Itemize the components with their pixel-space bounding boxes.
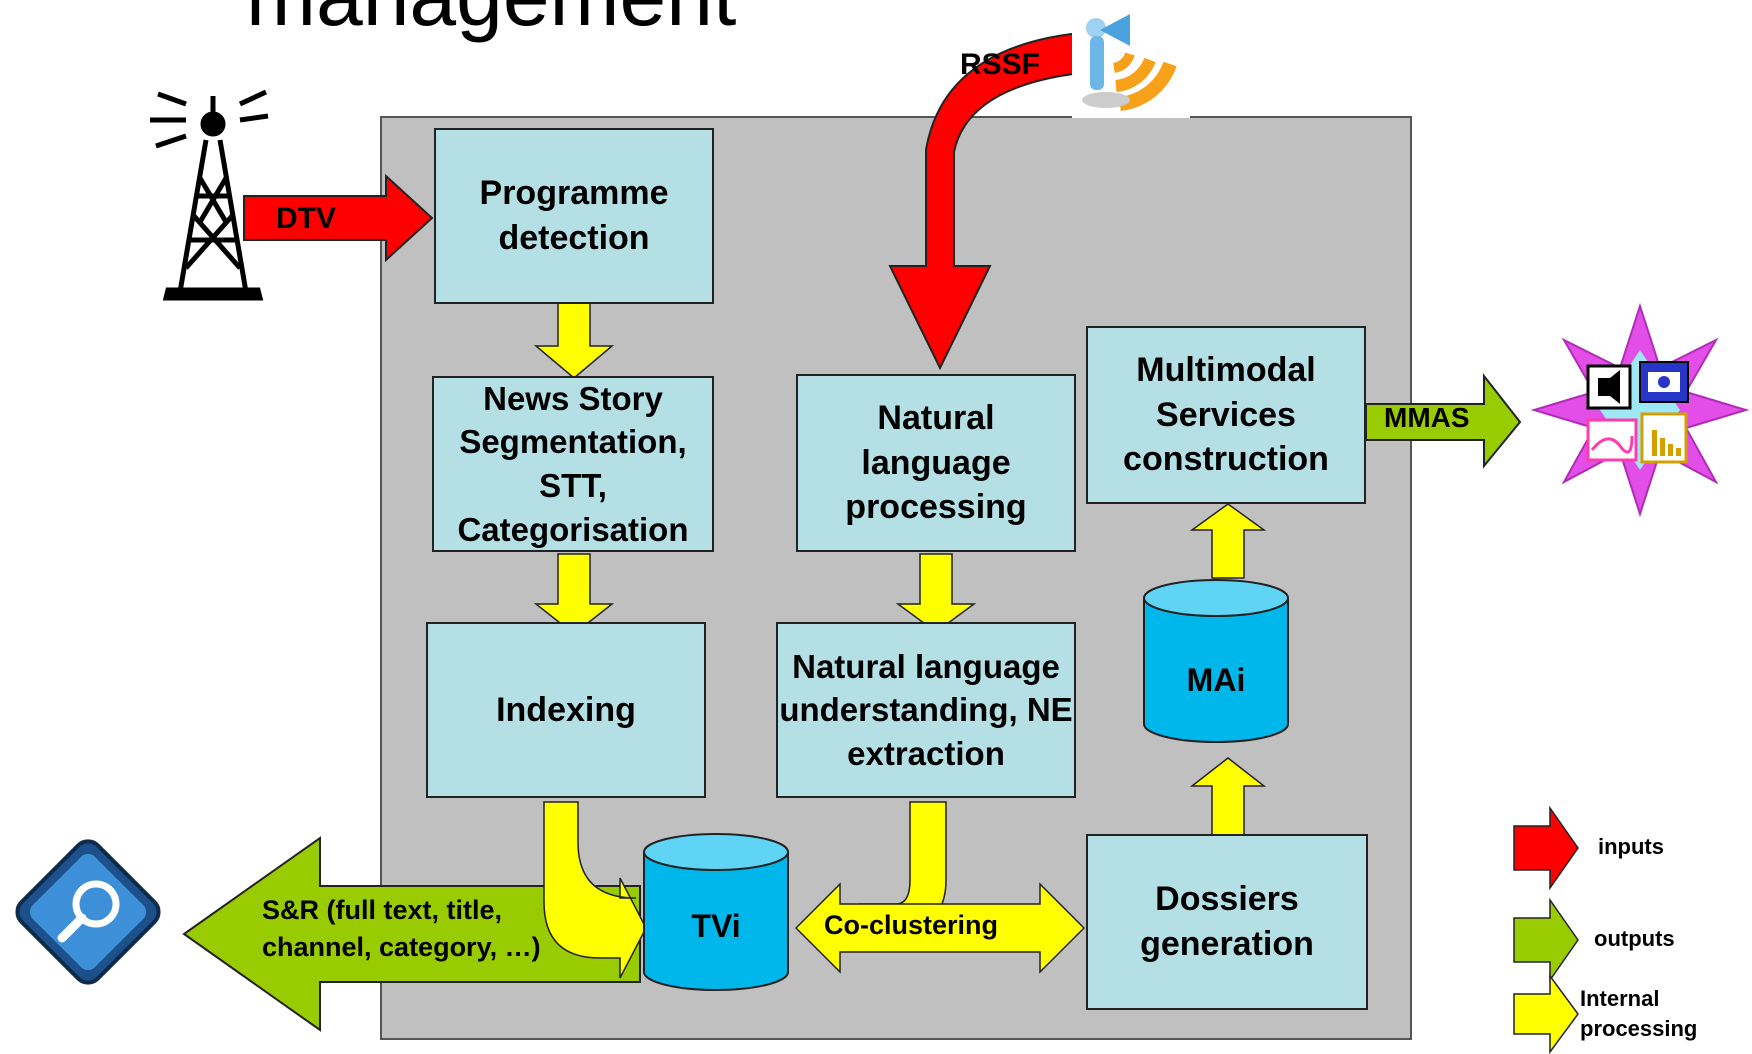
broadcast-tower-icon: [150, 89, 269, 301]
news-story-segmentation-box: News Story Segmentation, STT, Categorisa…: [432, 376, 714, 552]
arrow-indexing-to-tvi: [543, 801, 647, 979]
programme-detection-box: Programme detection: [434, 128, 714, 304]
mmas-output-arrow: [1365, 373, 1522, 469]
mmas-label: MMAS: [1384, 402, 1470, 433]
search-magnifier-icon: [15, 839, 161, 985]
arrow-news-to-indexing: [533, 553, 615, 635]
natural-language-understanding-box: Natural language understanding, NE extra…: [776, 622, 1076, 798]
dtv-label: DTV: [276, 202, 336, 235]
natural-language-processing-box: Natural language processing: [796, 374, 1076, 552]
sr-label: S&R (full text, title, channel, category…: [262, 895, 541, 963]
arrow-mai-to-multimodal: [1189, 503, 1267, 579]
coclustering-label: Co-clustering: [824, 910, 999, 940]
page-title: management: [246, 0, 736, 45]
dtv-input-arrow: [243, 173, 434, 263]
arrow-programme-to-news: [533, 301, 615, 379]
dossiers-generation-box: Dossiers generation: [1086, 834, 1368, 1010]
rssf-label: RSSF: [960, 48, 1041, 81]
legend-inputs-label: inputs: [1598, 834, 1664, 859]
arrow-nlp-to-nlu: [895, 553, 977, 633]
multimodal-services-box: Multimodal Services construction: [1086, 326, 1366, 504]
mai-database-label: MAi: [1186, 662, 1246, 698]
legend-outputs-label: outputs: [1594, 926, 1675, 951]
tvi-database: [643, 833, 789, 991]
legend-inputs-arrow: [1513, 805, 1579, 891]
legend-internal-label: Internal processing: [1580, 986, 1698, 1042]
coclustering-arrow: [794, 882, 1086, 974]
legend-internal-arrow: [1513, 973, 1579, 1054]
rss-feed-icon: [1072, 8, 1190, 118]
rssf-input-arrow: [888, 30, 1091, 371]
multimedia-starburst-icon: [1530, 302, 1750, 518]
tvi-database-label: TVi: [691, 908, 741, 944]
arrow-dossiers-to-mai: [1189, 757, 1267, 837]
legend-outputs-arrow: [1513, 897, 1579, 983]
mai-database: [1143, 579, 1289, 743]
indexing-box: Indexing: [426, 622, 706, 798]
